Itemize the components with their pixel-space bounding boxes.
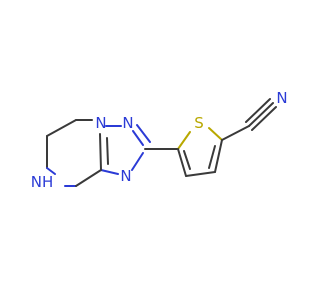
nitrile-group xyxy=(221,98,277,141)
bond-triple-3 xyxy=(251,106,277,131)
bond-c2-c3-double xyxy=(208,145,216,169)
piperazine-ring xyxy=(46,119,102,187)
bond-c4-c5-double xyxy=(183,150,191,170)
bond-ntop-c2 xyxy=(132,130,144,146)
bond-c2-cn xyxy=(221,125,250,141)
bond-triple-1 xyxy=(248,102,274,127)
bond-c-c-top xyxy=(46,119,77,137)
atom-n-bottom: N xyxy=(120,167,131,185)
bond-c4-c5 xyxy=(177,148,187,177)
bond-s-c2 xyxy=(208,127,223,141)
bond-nbottom-c xyxy=(100,169,119,175)
bond-c-c-bottom xyxy=(75,169,102,187)
atom-n-nitrile: N xyxy=(276,89,287,107)
thiophene-ring xyxy=(177,127,223,177)
bond-c2-c3 xyxy=(214,139,223,173)
bond-c5-s xyxy=(177,131,191,150)
atom-n-top: N xyxy=(122,114,133,132)
bond-ntop-c2-double xyxy=(136,124,151,143)
bond-c-nbridge-ring-double xyxy=(106,137,109,165)
triazole-ring xyxy=(99,124,151,175)
atom-s: S xyxy=(194,114,204,132)
bond-c3-c4 xyxy=(185,171,216,177)
bond-triple-2 xyxy=(245,98,271,123)
bond-c-nh xyxy=(46,167,56,175)
bond-c-nbridge-ring xyxy=(99,133,102,171)
atom-n-bridge: N xyxy=(95,114,106,132)
atom-nh: NH xyxy=(31,173,54,191)
bond-c2-nbottom xyxy=(131,152,144,171)
molecule-structure: S N N N N NH xyxy=(31,89,288,191)
